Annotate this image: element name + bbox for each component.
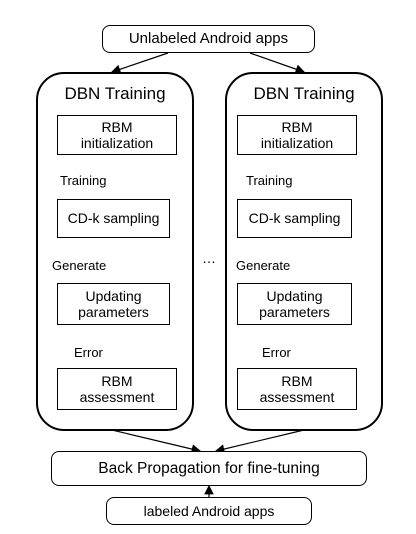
edge-label-generate-right: Generate [236,258,291,273]
cdk-sampling-node-right: CD-k sampling [237,199,352,238]
edge-label-training-left: Training [60,173,107,188]
edge-label-error-right: Error [262,345,291,360]
back-propagation-label: Back Propagation for fine-tuning [98,459,320,477]
unlabeled-apps-node: Unlabeled Android apps [102,25,315,53]
rbm-assessment-node-left: RBM assessment [57,368,177,410]
arrow-input-to-left-panel [110,52,169,74]
arrow-input-to-right-panel [249,52,306,74]
edge-label-error-left: Error [74,345,103,360]
rbm-initialization-node-left: RBM initialization [57,115,177,155]
edge-label-generate-left: Generate [52,258,107,273]
arrow-right-panel-to-finetune [214,429,305,454]
back-propagation-node: Back Propagation for fine-tuning [51,451,367,486]
unlabeled-apps-label: Unlabeled Android apps [128,30,289,48]
labeled-apps-label: labeled Android apps [143,502,275,519]
rbm-initialization-node-right: RBM initialization [237,115,357,155]
panel-title-left: DBN Training [64,84,166,103]
rbm-assessment-node-right: RBM assessment [237,368,357,410]
panel-title-right: DBN Training [253,84,355,103]
cdk-sampling-node-left: CD-k sampling [57,199,170,238]
labeled-apps-node: labeled Android apps [106,497,312,525]
updating-parameters-node-right: Updating parameters [237,283,352,325]
arrow-left-panel-to-finetune [111,429,202,454]
updating-parameters-node-left: Updating parameters [57,283,170,325]
edge-label-training-right: Training [246,173,293,188]
ellipsis-more-panels: … [202,250,216,266]
